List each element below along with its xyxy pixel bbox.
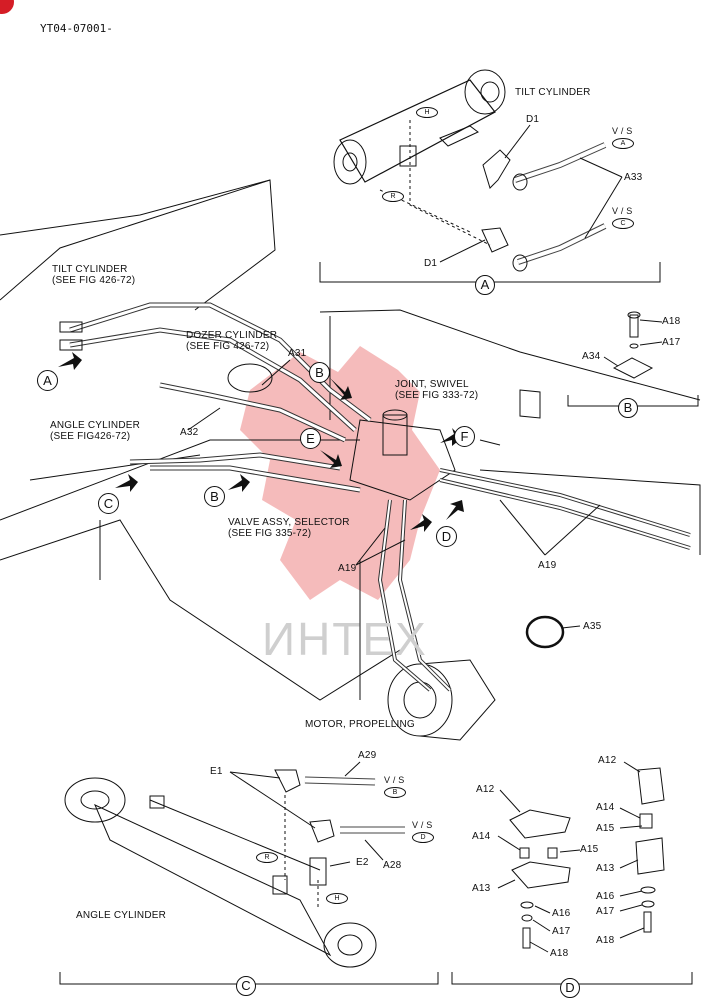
- label-valve-assy-selector: VALVE ASSY, SELECTOR (SEE FIG 335-72): [228, 517, 350, 539]
- code-oval-a: A: [612, 138, 634, 149]
- callout-e: E: [300, 428, 321, 449]
- label-a15-right: A15: [596, 823, 615, 834]
- label-dozer-cylinder-ref: DOZER CYLINDER (SEE FIG 426-72): [186, 330, 278, 352]
- code-oval-c: C: [612, 218, 634, 229]
- document-id: YT04-07001-: [40, 22, 113, 35]
- label-vs-c-top: V / S: [384, 775, 405, 785]
- detail-d-drawing: [451, 761, 693, 985]
- watermark-logo: [240, 346, 440, 600]
- detail-caption-a: A: [475, 275, 495, 295]
- label-d1-top: D1: [526, 114, 540, 125]
- label-a14-left: A14: [472, 831, 491, 842]
- detail-c-drawing: [59, 761, 439, 985]
- label-angle-cylinder-detail: ANGLE CYLINDER: [76, 910, 167, 921]
- code-oval-b: B: [384, 787, 406, 798]
- label-a12-left: A12: [476, 784, 495, 795]
- label-a34: A34: [582, 351, 601, 362]
- label-d1-bottom: D1: [424, 258, 438, 269]
- callout-f: F: [454, 426, 475, 447]
- label-a32: A32: [180, 427, 199, 438]
- label-a28: A28: [383, 860, 402, 871]
- code-oval-r-a: R: [382, 191, 404, 202]
- code-oval-h-c: H: [326, 893, 348, 904]
- label-a15-left: A15: [580, 844, 599, 855]
- label-a35: A35: [583, 621, 602, 632]
- label-a18-b: A18: [662, 316, 681, 327]
- watermark-text: ИНТЕХ: [262, 613, 428, 665]
- code-oval-r-c: R: [256, 852, 278, 863]
- callout-d: D: [436, 526, 457, 547]
- label-tilt-cylinder-ref: TILT CYLINDER (SEE FIG 426-72): [52, 264, 136, 286]
- code-oval-h-a: H: [416, 107, 438, 118]
- label-vs-bottom: V / S: [612, 206, 633, 216]
- detail-caption-d: D: [560, 978, 580, 998]
- label-a16-left: A16: [552, 908, 571, 919]
- label-e1: E1: [210, 766, 223, 777]
- label-a29: A29: [358, 750, 377, 761]
- label-a12-right: A12: [598, 755, 617, 766]
- detail-caption-c: C: [236, 976, 256, 996]
- label-a13-right: A13: [596, 863, 615, 874]
- callout-b-bottom: B: [204, 486, 225, 507]
- code-oval-d: D: [412, 832, 434, 843]
- label-vs-top: V / S: [612, 126, 633, 136]
- label-e2: E2: [356, 857, 369, 868]
- callout-c: C: [98, 493, 119, 514]
- callout-a: A: [37, 370, 58, 391]
- label-joint-swivel: JOINT, SWIVEL (SEE FIG 333-72): [395, 379, 479, 401]
- label-a33: A33: [624, 172, 643, 183]
- label-a17-b: A17: [662, 337, 681, 348]
- label-a31: A31: [288, 348, 307, 359]
- detail-a-drawing: [319, 69, 661, 283]
- label-tilt-cylinder-detail: TILT CYLINDER: [515, 87, 591, 98]
- label-a17-right: A17: [596, 906, 615, 917]
- detail-caption-b: B: [618, 398, 638, 418]
- label-angle-cylinder-ref: ANGLE CYLINDER (SEE FIG426-72): [50, 420, 141, 442]
- label-a18-left: A18: [550, 948, 569, 959]
- main-assembly-drawing: [0, 179, 701, 741]
- label-a13-left: A13: [472, 883, 491, 894]
- label-vs-c-bottom: V / S: [412, 820, 433, 830]
- label-a18-right: A18: [596, 935, 615, 946]
- label-a19-left: A19: [338, 563, 357, 574]
- label-motor-propelling: MOTOR, PROPELLING: [305, 719, 415, 730]
- label-a19-right: A19: [538, 560, 557, 571]
- label-a14-right: A14: [596, 802, 615, 813]
- label-a17-left: A17: [552, 926, 571, 937]
- label-a16-right: A16: [596, 891, 615, 902]
- callout-b-top: B: [309, 362, 330, 383]
